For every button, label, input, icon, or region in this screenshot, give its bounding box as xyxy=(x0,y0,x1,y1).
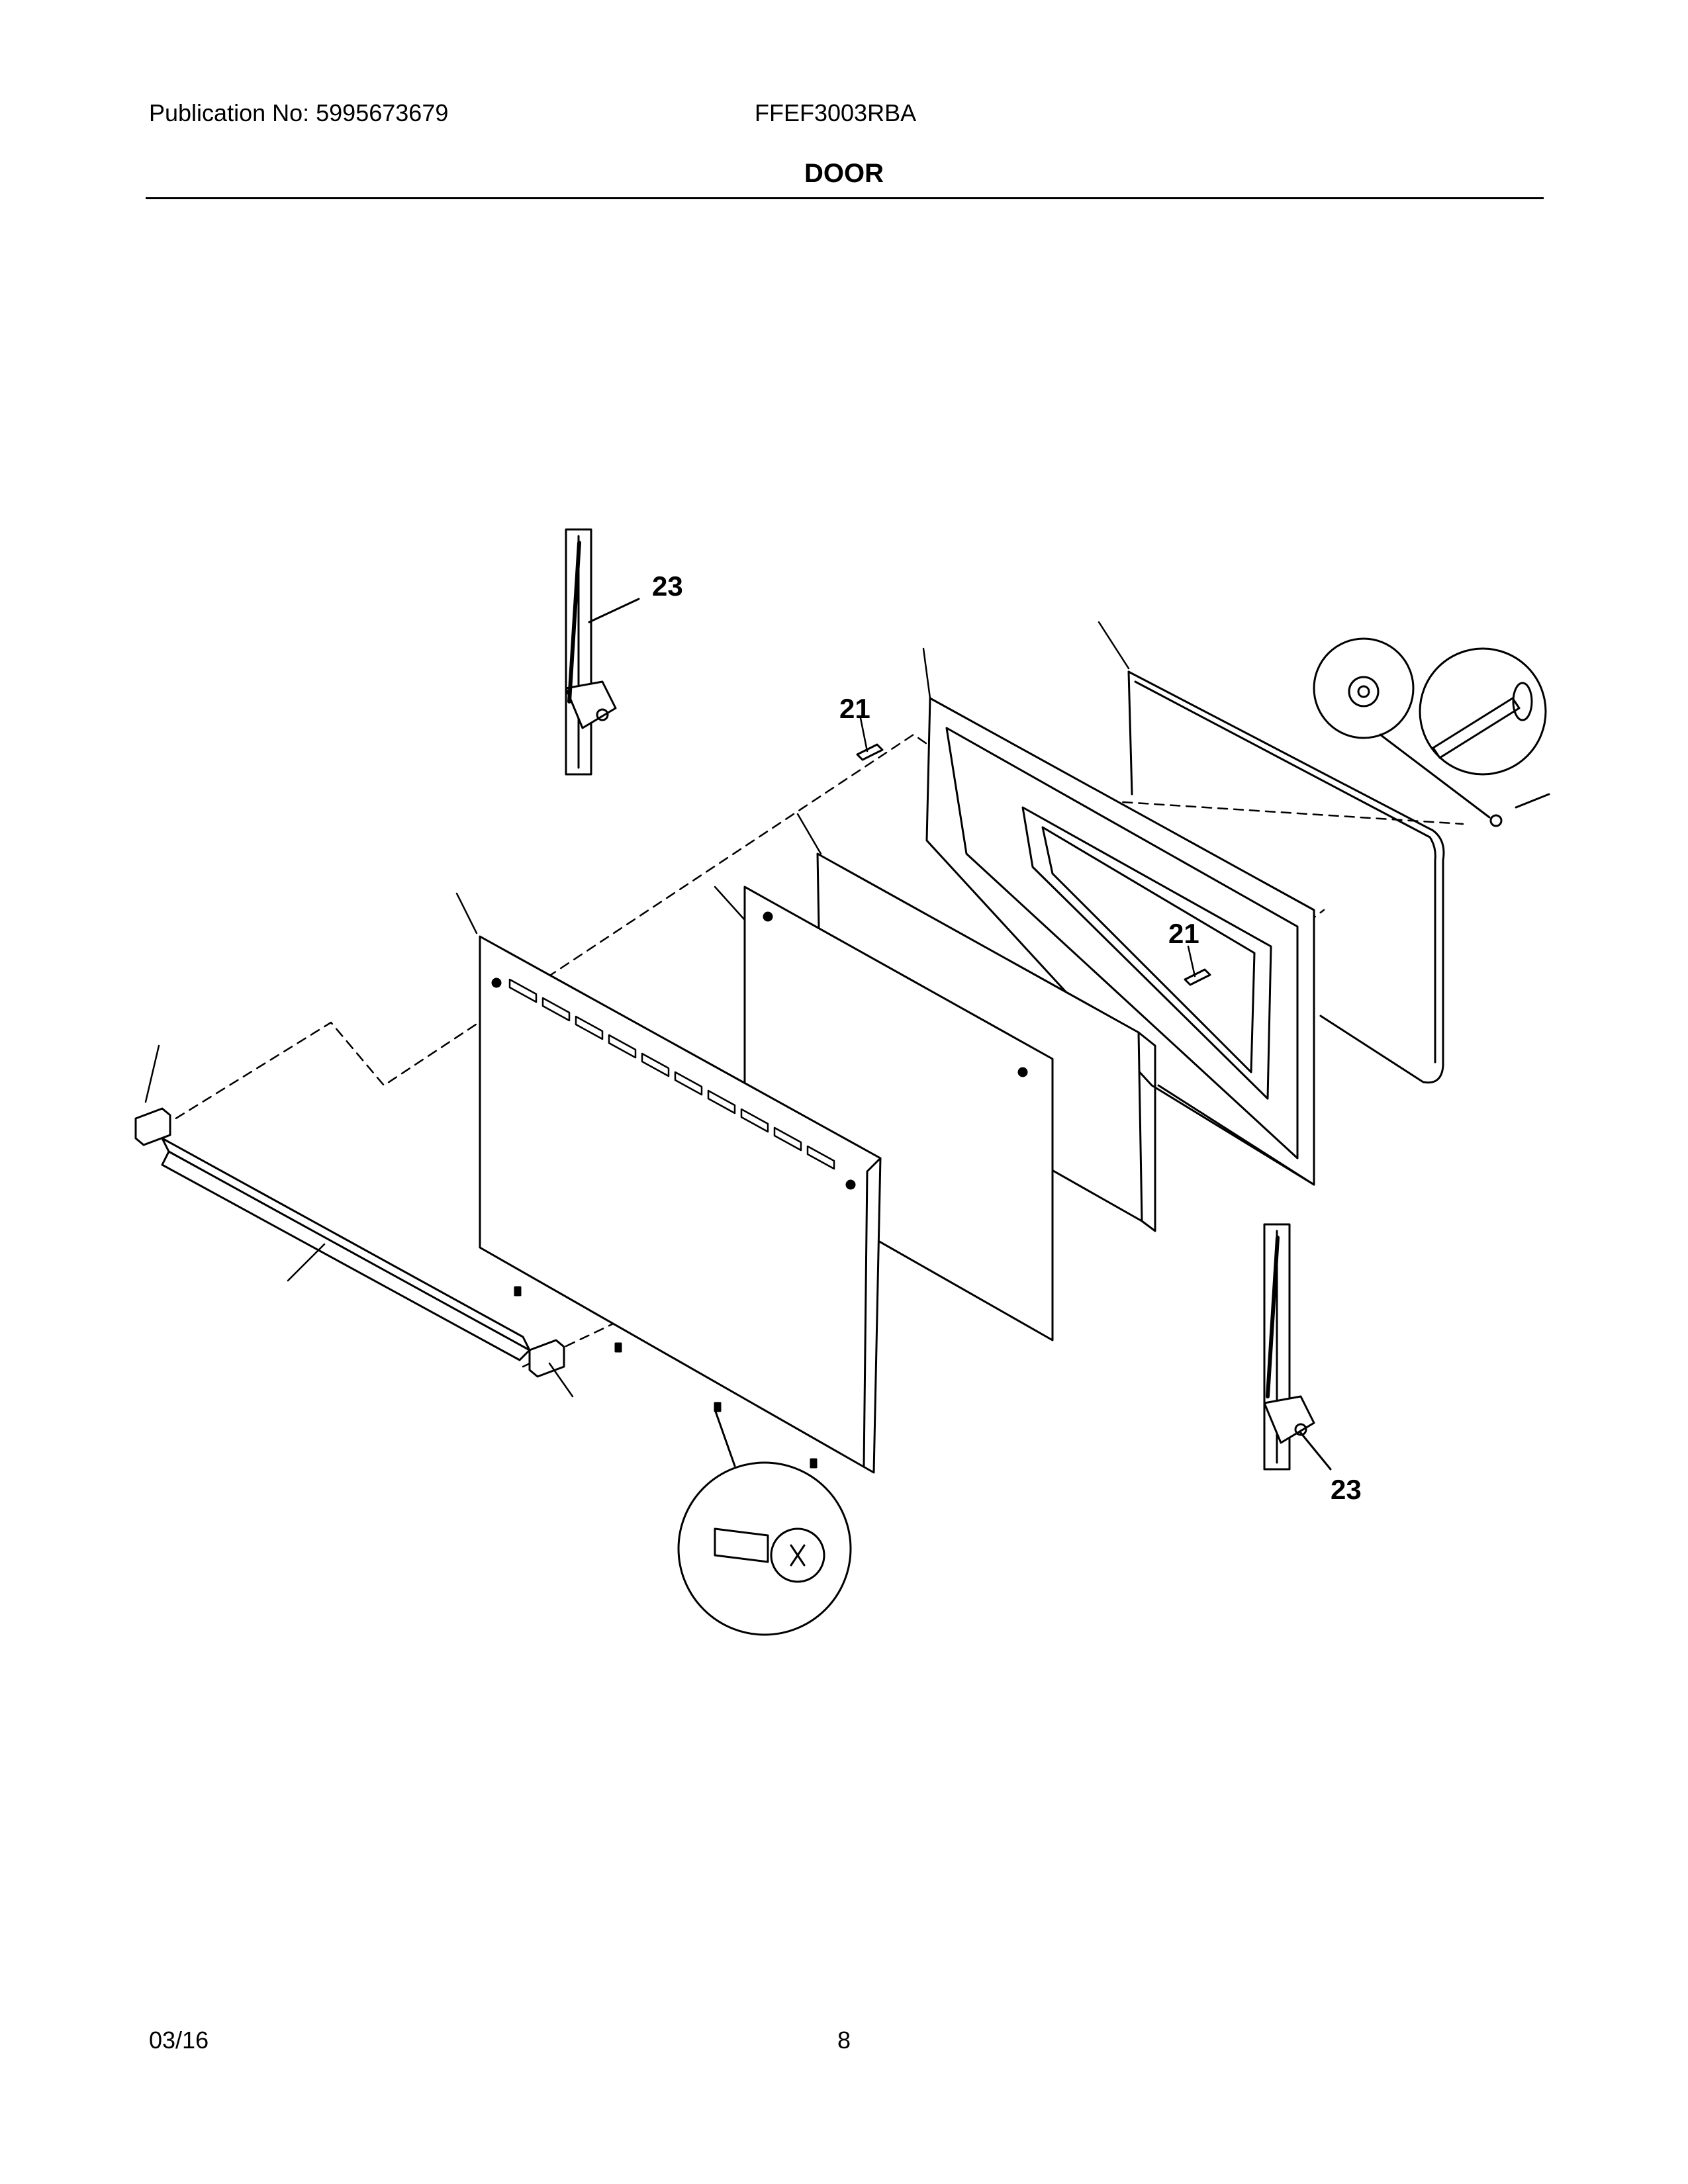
door-trim-strip xyxy=(161,1137,531,1361)
header-rule xyxy=(146,197,1544,199)
vent-slots xyxy=(508,978,835,1170)
end-caps xyxy=(134,1107,565,1378)
leader-lines xyxy=(144,621,1196,1398)
screws xyxy=(514,1286,818,1469)
outer-door-panel xyxy=(479,935,882,1474)
door-clips xyxy=(856,743,1211,986)
publication-number: Publication No: 5995673679 xyxy=(149,99,449,126)
screw-detail-callout xyxy=(677,1408,852,1636)
model-number: FFEF3003RBA xyxy=(755,99,917,126)
top-hinge xyxy=(565,528,640,776)
label-clip-top: 21 xyxy=(839,693,870,724)
inner-door-liner xyxy=(925,697,1315,1186)
label-clip-mid: 21 xyxy=(1168,918,1199,949)
label-hinge-bottom: 23 xyxy=(1331,1474,1362,1505)
page-number: 8 xyxy=(837,2026,851,2054)
inner-glass xyxy=(743,886,1054,1342)
bolt-detail-callouts xyxy=(1313,637,1550,827)
label-hinge-top: 23 xyxy=(652,570,683,602)
door-gasket xyxy=(1127,670,1445,1084)
footer-date: 03/16 xyxy=(149,2026,209,2054)
bottom-hinge xyxy=(1263,1223,1332,1471)
page-title: DOOR xyxy=(804,159,884,188)
